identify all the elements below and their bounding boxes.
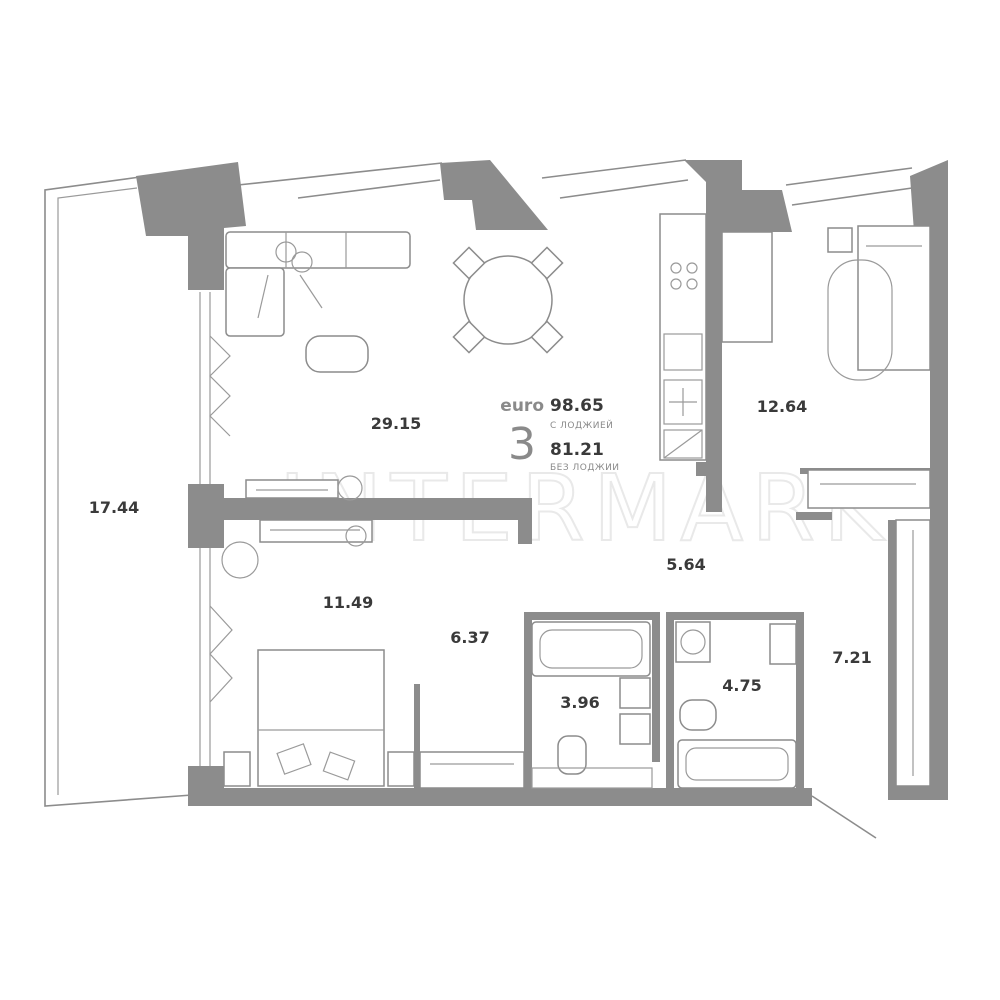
wardrobe-furniture xyxy=(895,519,931,787)
entrance-door xyxy=(811,795,877,839)
bathroom-1-fixtures xyxy=(531,621,653,789)
without-loggia-label: БЕЗ ЛОДЖИИ xyxy=(550,463,620,473)
tv-units xyxy=(221,475,373,579)
room-areas: 17.44 29.15 12.64 11.49 6.37 5.64 3.96 4… xyxy=(89,397,872,712)
loggia-outline xyxy=(44,176,193,807)
area-with-loggia: 98.65 xyxy=(550,396,604,416)
room-area-bedroom-left: 11.49 xyxy=(323,593,374,612)
window-left-living xyxy=(199,292,231,484)
room-area-bathroom-1: 3.96 xyxy=(560,693,599,712)
rooms-count: 3 xyxy=(508,419,536,470)
room-area-bedroom-right: 12.64 xyxy=(757,397,808,416)
bedroom-left-furniture xyxy=(223,649,415,787)
with-loggia-label: С ЛОДЖИЕЙ xyxy=(550,419,613,431)
sofa xyxy=(225,231,411,337)
area-without-loggia: 81.21 xyxy=(550,440,604,460)
room-area-bathroom-2: 4.75 xyxy=(722,676,761,695)
room-area-corridor: 6.37 xyxy=(450,628,489,647)
window-lines xyxy=(237,159,913,206)
corridor-closet xyxy=(419,751,525,789)
room-area-living-kitchen: 29.15 xyxy=(371,414,422,433)
format-label: euro xyxy=(500,396,544,416)
room-area-hall: 5.64 xyxy=(666,555,705,574)
bedroom-right-furniture xyxy=(721,225,931,509)
coffee-table xyxy=(305,335,369,373)
kitchen-unit xyxy=(659,213,707,461)
window-left-bedroom xyxy=(199,548,233,766)
room-area-wardrobe: 7.21 xyxy=(832,648,871,667)
dining-table xyxy=(452,246,564,354)
bathroom-2-fixtures xyxy=(675,621,797,789)
walls xyxy=(136,160,948,806)
apartment-summary: euro 3 98.65 С ЛОДЖИЕЙ 81.21 БЕЗ ЛОДЖИИ xyxy=(500,396,619,473)
room-area-loggia: 17.44 xyxy=(89,498,140,517)
